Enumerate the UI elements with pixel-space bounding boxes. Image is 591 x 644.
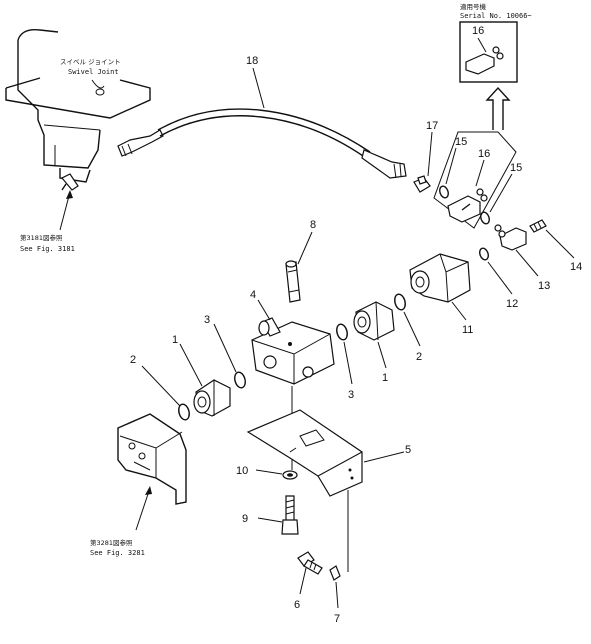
callout-9: 9 bbox=[242, 513, 248, 525]
valve-body-left bbox=[117, 413, 187, 505]
callout-4: 4 bbox=[250, 289, 256, 301]
elbow-13 bbox=[494, 224, 527, 251]
callout-6: 6 bbox=[294, 599, 300, 611]
serial-inset-box bbox=[459, 21, 518, 83]
connector-17 bbox=[413, 175, 431, 193]
oring-12 bbox=[479, 247, 489, 261]
elbow-16 bbox=[447, 188, 488, 223]
washer-7 bbox=[329, 565, 341, 581]
callout-14: 14 bbox=[570, 261, 582, 273]
callout-16: 16 bbox=[478, 148, 490, 160]
swivel-joint-label-jp: スイベル ジョイント bbox=[60, 58, 121, 66]
callout-12: 12 bbox=[506, 298, 518, 310]
oring-15-lower bbox=[480, 211, 490, 225]
ref-3281-label-jp: 第3281図参照 bbox=[90, 538, 133, 547]
callout-7: 7 bbox=[334, 613, 340, 625]
callout-3-left: 3 bbox=[204, 314, 210, 326]
inset-arrow bbox=[485, 86, 511, 130]
ref-3181-label: See Fig. 3181 bbox=[20, 245, 75, 253]
oring-15-upper bbox=[439, 185, 449, 199]
connector-1-right bbox=[353, 301, 395, 341]
serial-label: Serial No. 10066~ bbox=[460, 12, 532, 20]
callout-8: 8 bbox=[310, 219, 316, 231]
valve-block-4 bbox=[251, 317, 335, 385]
oring-3-right bbox=[336, 323, 348, 341]
bracket-5 bbox=[246, 409, 363, 497]
serial-label-jp: 適用号機 bbox=[460, 2, 487, 11]
bolt-6 bbox=[297, 551, 323, 575]
callout-16-inset: 16 bbox=[472, 25, 484, 37]
callout-5: 5 bbox=[405, 444, 411, 456]
callout-11: 11 bbox=[462, 324, 473, 336]
callout-3-right: 3 bbox=[348, 389, 354, 401]
ref-3281-label: See Fig. 3281 bbox=[90, 549, 145, 557]
plug-14 bbox=[529, 219, 547, 233]
bolt-9 bbox=[281, 495, 299, 535]
ref-3181-label-jp: 第3181図参照 bbox=[20, 233, 63, 242]
oring-3-left bbox=[234, 371, 246, 389]
adapter-11 bbox=[409, 253, 471, 303]
swivel-joint bbox=[5, 29, 151, 191]
ref-arrow-3281 bbox=[135, 486, 152, 531]
callout-13: 13 bbox=[538, 280, 550, 292]
connector-1-left bbox=[193, 379, 231, 417]
oring-2-right bbox=[394, 293, 406, 311]
pipe-8 bbox=[285, 260, 301, 303]
callout-17: 17 bbox=[426, 120, 438, 132]
callout-1-right: 1 bbox=[382, 372, 388, 384]
callout-2-right: 2 bbox=[416, 351, 422, 363]
callout-15-lower: 15 bbox=[510, 162, 522, 174]
hose-18 bbox=[117, 108, 407, 179]
ref-arrow-3181 bbox=[59, 190, 73, 231]
oring-2-left bbox=[178, 403, 190, 421]
callout-1-left: 1 bbox=[172, 334, 178, 346]
callout-18: 18 bbox=[246, 55, 258, 67]
callout-15-upper: 15 bbox=[455, 136, 467, 148]
callout-2-left: 2 bbox=[130, 354, 136, 366]
swivel-joint-label: Swivel Joint bbox=[68, 68, 119, 76]
callout-10: 10 bbox=[236, 465, 248, 477]
leader-18 bbox=[252, 67, 265, 109]
elbow-16-inset bbox=[465, 37, 504, 75]
